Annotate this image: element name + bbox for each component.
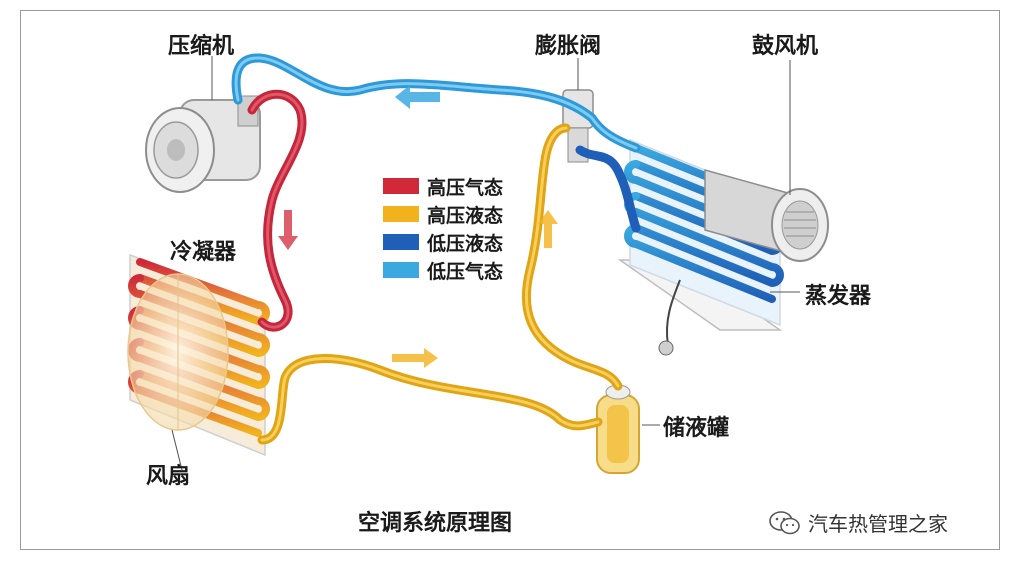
wechat-icon <box>769 510 800 534</box>
legend-item: 高压液态 <box>383 200 503 228</box>
expansion-valve-label: 膨胀阀 <box>535 34 602 59</box>
legend-swatch <box>383 178 419 194</box>
flow-arrow-right-icon <box>392 348 438 368</box>
condenser <box>127 253 270 457</box>
legend-label: 高压气态 <box>427 176 504 199</box>
compressor <box>145 95 261 193</box>
legend-swatch <box>383 206 419 222</box>
legend-label: 低压液态 <box>427 232 504 255</box>
compressor-label: 压缩机 <box>168 34 235 59</box>
condenser-label: 冷凝器 <box>170 240 237 265</box>
blower <box>704 169 829 262</box>
evaporator <box>617 138 784 356</box>
line-low-pressure-liquid <box>575 145 641 233</box>
legend-label: 低压气态 <box>427 260 504 283</box>
label-leader-lines <box>171 56 800 471</box>
evaporator-label: 蒸发器 <box>805 284 872 309</box>
receiver-label: 储液罐 <box>663 416 730 441</box>
legend-item: 低压气态 <box>383 256 503 284</box>
watermark-text: 汽车热管理之家 <box>808 512 948 536</box>
receiver <box>596 384 640 474</box>
flow-arrow-up-icon <box>538 210 558 248</box>
flow-arrow-left-icon <box>395 85 440 109</box>
diagram-caption: 空调系统原理图 <box>358 511 513 536</box>
blower-label: 鼓风机 <box>752 34 819 59</box>
legend-label: 高压液态 <box>427 204 504 227</box>
legend-item: 低压液态 <box>383 228 503 256</box>
legend: 高压气态 高压液态 低压液态 低压气态 <box>383 172 503 284</box>
fan-label: 风扇 <box>146 464 191 489</box>
legend-swatch <box>383 234 419 250</box>
watermark: 汽车热管理之家 <box>768 508 948 537</box>
legend-swatch <box>383 262 419 278</box>
legend-item: 高压气态 <box>383 172 503 200</box>
flow-arrow-down-icon <box>278 210 298 250</box>
